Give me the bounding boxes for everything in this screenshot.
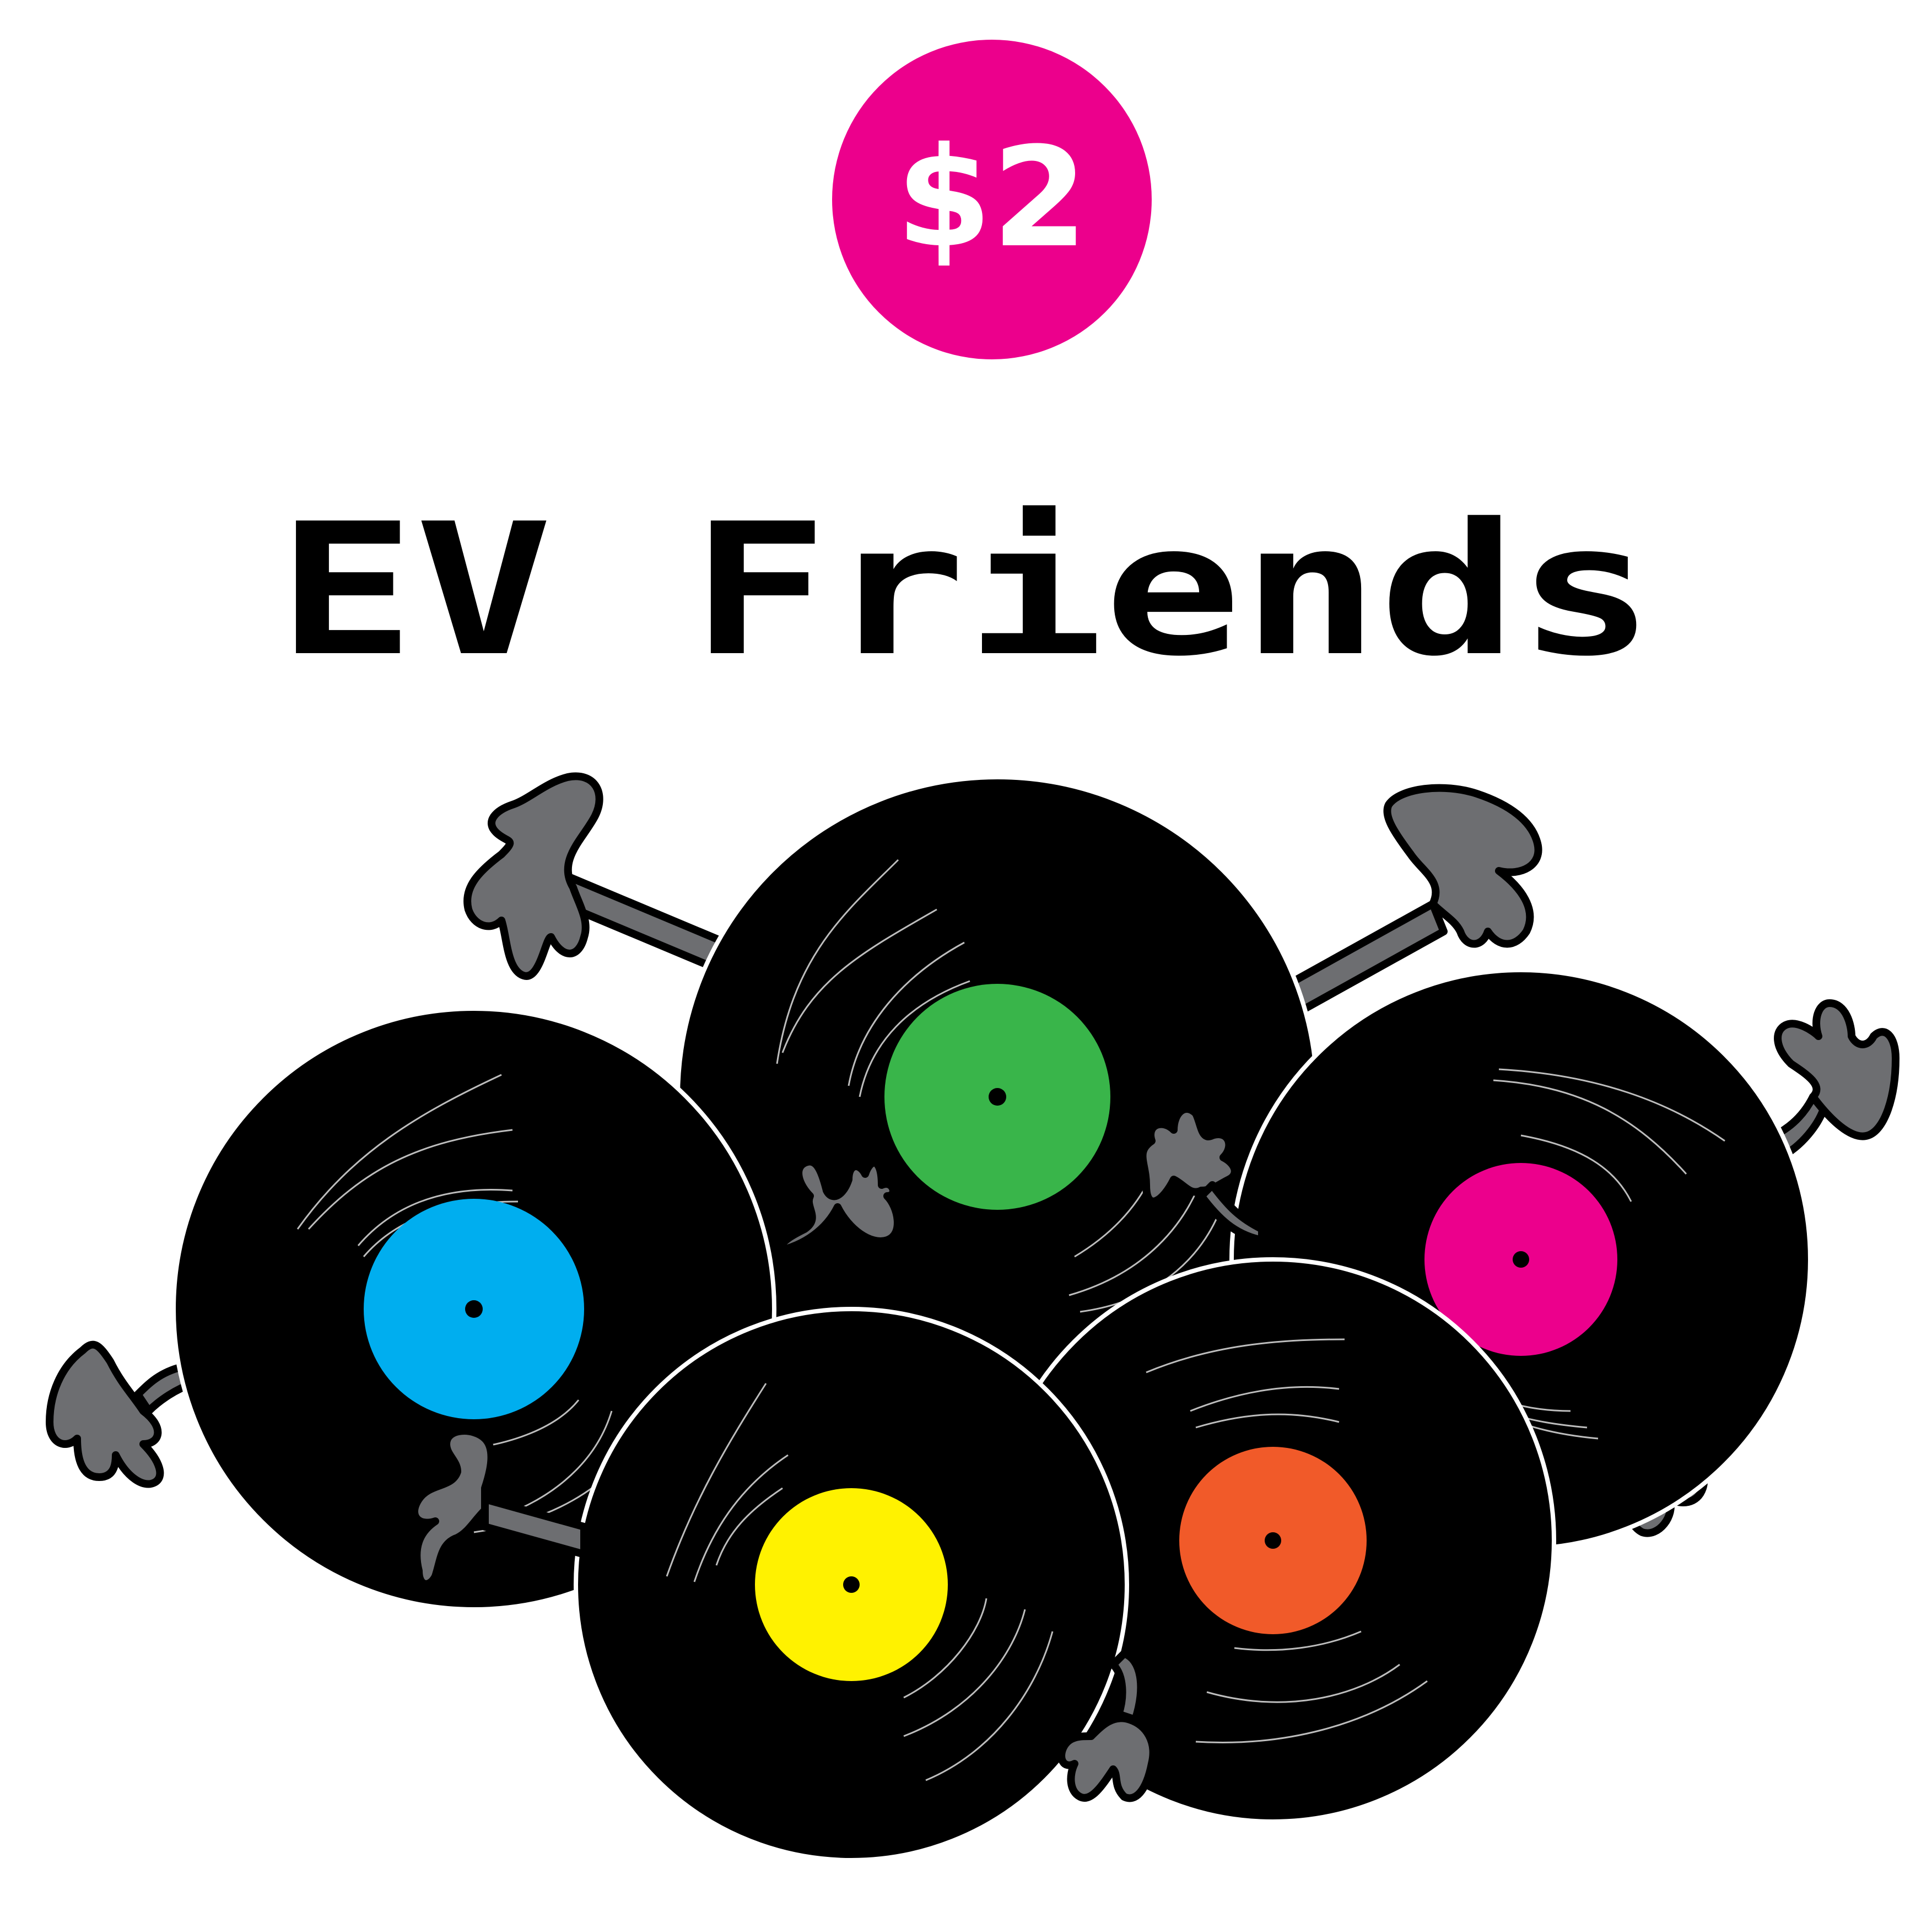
record-orange-hole [1265, 1532, 1281, 1549]
hand-orange-lower-icon [1057, 1714, 1157, 1802]
hand-blue-right-icon [773, 1157, 902, 1255]
record-green-hole [989, 1088, 1006, 1106]
records [171, 775, 1812, 1862]
arms-front [411, 1105, 1266, 1802]
hand-yellow-left-icon [411, 1427, 495, 1588]
hand-green-right-icon [1383, 784, 1542, 948]
hand-blue-left-icon [46, 1340, 164, 1488]
hand-green-left-icon [463, 772, 603, 980]
arm-green-lower [1197, 1181, 1266, 1244]
arm-orange-lower [1109, 1650, 1145, 1724]
price-badge: $2 [832, 40, 1152, 359]
record-yellow [574, 1307, 1129, 1862]
price-badge-circle [832, 40, 1152, 359]
record-magenta-hole [1513, 1251, 1529, 1268]
record-yellow-grooves [666, 1383, 1054, 1781]
price-label: $2 [896, 117, 1088, 278]
page-title: EV Friends [277, 484, 1655, 696]
record-blue-hole [465, 1300, 483, 1318]
record-orange-grooves [1146, 1338, 1428, 1743]
arm-yellow-left [481, 1495, 588, 1558]
record-yellow-hole [843, 1576, 860, 1593]
hand-green-lower-icon [1138, 1105, 1239, 1205]
hand-magenta-right-icon [1774, 999, 1899, 1140]
